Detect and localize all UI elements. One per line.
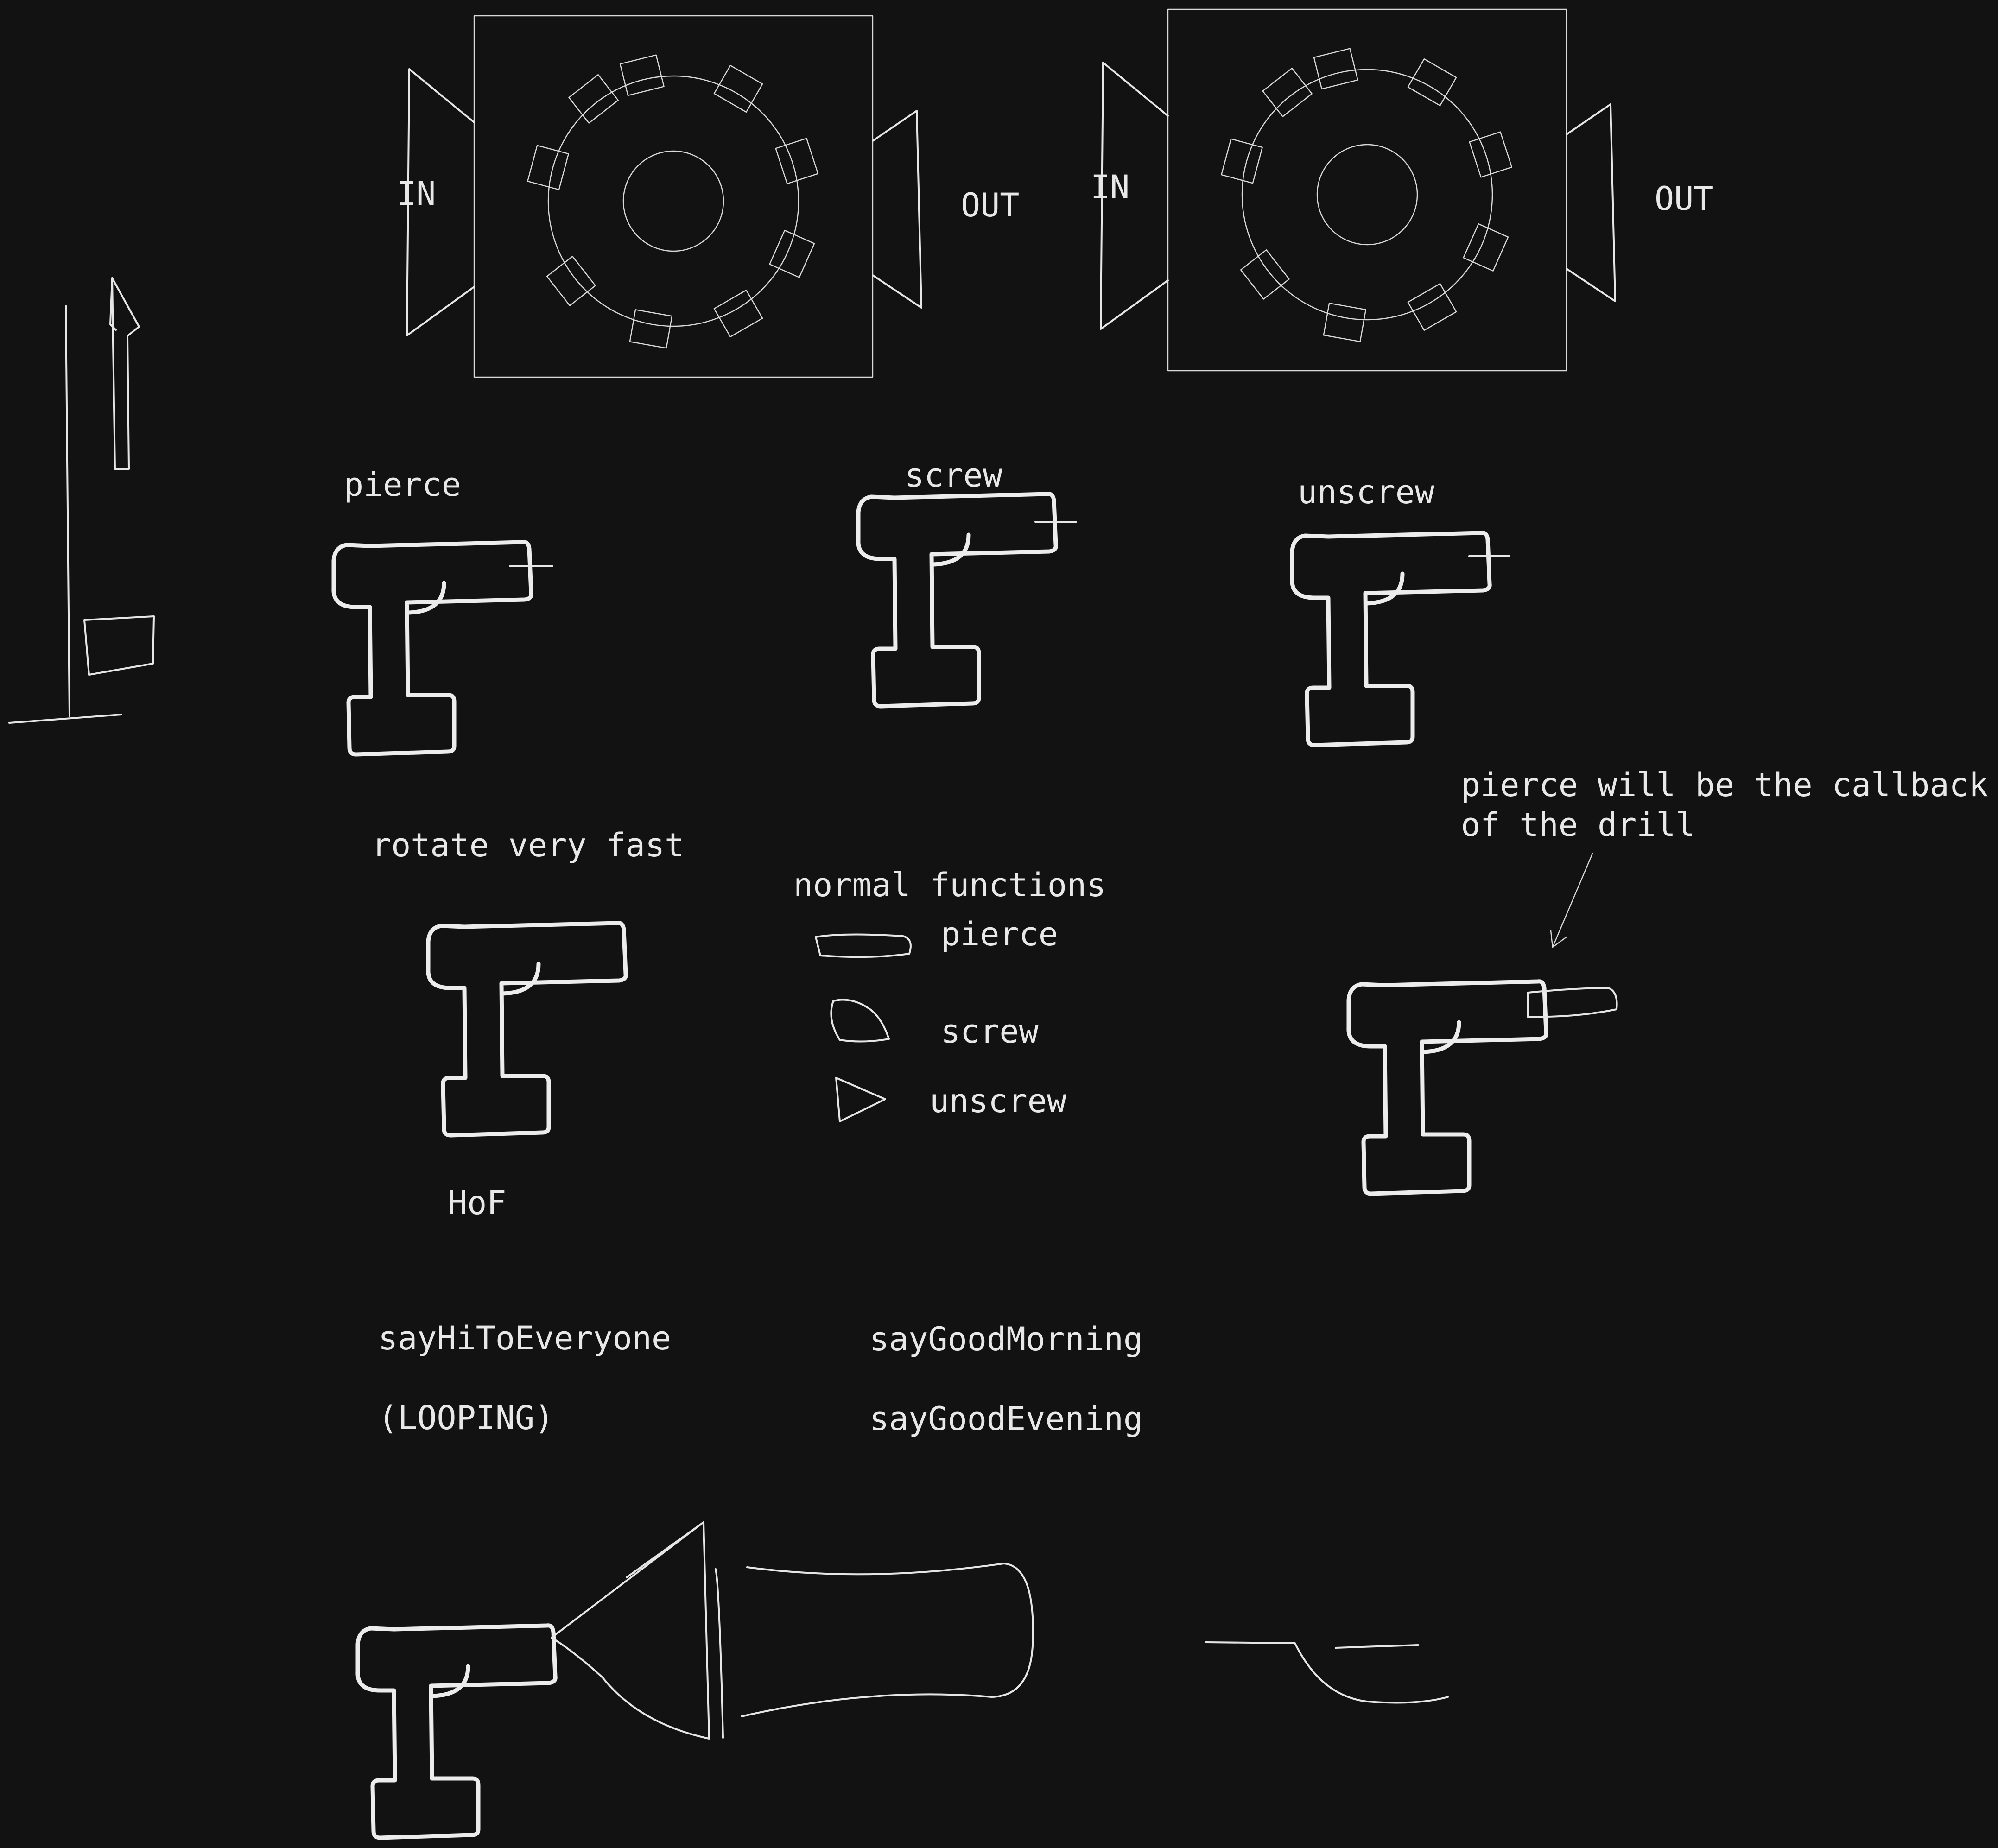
bottom-drill-sketch [358,1521,1449,1838]
wall-sketch [8,277,155,724]
callback-arrow [1550,853,1593,948]
example-callback-1: sayGoodMorning [869,1320,1143,1358]
example-callback-2: sayGoodEvening [869,1400,1143,1438]
machine-in-label: IN [1091,168,1129,206]
hof-caption: rotate very fast [372,826,684,864]
legend-pierce-label: pierce [941,915,1058,953]
gear-machine-2: IN OUT [1091,8,1713,372]
long-bit-icon [1527,987,1618,1018]
triangle-bit-icon [835,1077,886,1122]
gear-machine-1: IN OUT [397,15,1019,378]
rounded-bit-icon [830,999,890,1043]
example-hof-name: sayHiToEveryone [378,1319,671,1357]
container-shape [715,1563,1034,1739]
drill-screw-label: screw [905,456,1003,494]
machine-out-label: OUT [1655,180,1713,218]
normal-functions-legend: normal functions pierce screw unscrew [793,866,1106,1122]
drill-unscrew-label: unscrew [1298,473,1435,511]
legend-unscrew-label: unscrew [930,1082,1067,1120]
drill-pierce: pierce [334,466,553,754]
callback-note-line2: of the drill [1461,806,1695,844]
cone-attachment [551,1521,710,1740]
normal-functions-title: normal functions [793,866,1106,904]
callback-group: pierce will be the callback of the drill [1349,766,1988,1194]
flat-bit-icon [815,933,912,958]
hof-group: rotate very fast HoF [372,826,684,1222]
drill-unscrew: unscrew [1292,473,1510,745]
callback-note-line1: pierce will be the callback [1461,766,1988,804]
drill-pierce-label: pierce [344,466,461,504]
machine-in-label: IN [397,175,436,213]
legend-screw-label: screw [941,1013,1039,1051]
examples-group: sayHiToEveryone (LOOPING) sayGoodMorning… [378,1319,1143,1438]
example-hof-note: (LOOPING) [378,1399,554,1437]
drill-screw: screw [858,456,1077,706]
hof-label: HoF [448,1184,506,1222]
machine-out-label: OUT [961,186,1019,224]
squiggle-line [1205,1641,1449,1704]
